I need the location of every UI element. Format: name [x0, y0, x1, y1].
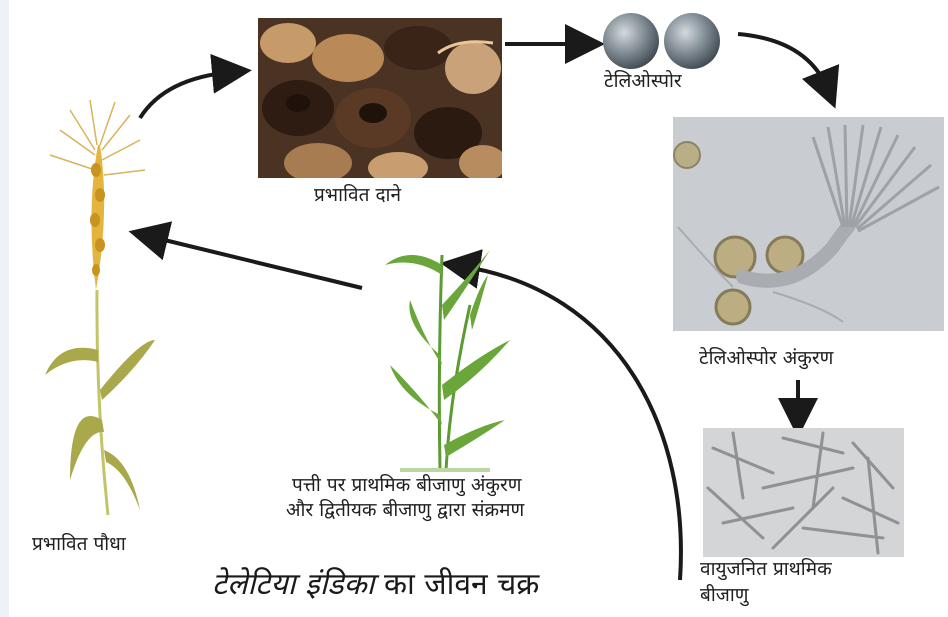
diagram-caption: टेलेटिया इंडिका का जीवन चक्र	[212, 562, 539, 603]
leaf-germination-label-line1: पत्ती पर प्राथमिक बीजाणु अंकुरण	[292, 474, 521, 497]
caption-rest: का जीवन चक्र	[384, 567, 539, 602]
teliospore-label: टेलिओस्पोर	[604, 70, 682, 93]
arrow-teliospore-to-germination	[738, 34, 828, 90]
airborne-spores-image	[703, 428, 904, 557]
teliospore-germination-label: टेलिओस्पोर अंकुरण	[699, 347, 833, 370]
wheat-seedling	[380, 245, 520, 475]
arrow-leaf-to-plant	[148, 236, 362, 288]
affected-plant-label: प्रभावित पौधा	[32, 533, 126, 556]
affected-grains-image	[258, 18, 502, 178]
teliospore-spores	[600, 8, 724, 74]
leaf-germination-label-line2: और द्वितीयक बीजाणु द्वारा संक्रमण	[286, 499, 524, 522]
affected-wheat-plant	[30, 100, 180, 520]
teliospore-germination-image	[673, 117, 944, 331]
airborne-spores-label-line2: बीजाणु	[700, 584, 749, 607]
airborne-spores-label-line1: वायुजनित प्राथमिक	[700, 558, 832, 581]
affected-grains-label: प्रभावित दाने	[314, 184, 401, 207]
caption-species-name: टेलेटिया इंडिका	[212, 567, 374, 602]
